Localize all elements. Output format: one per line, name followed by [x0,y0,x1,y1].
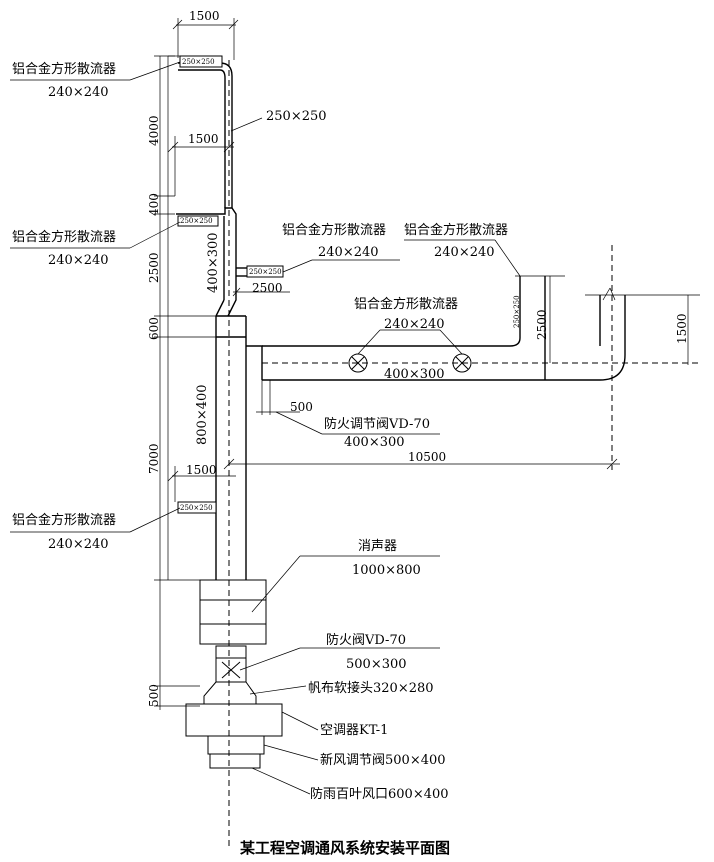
diffuser-label-2: 铝合金方形散流器 240×240 [10,221,181,268]
fresh-air-damper-label: 新风调节阀500×400 [320,752,446,768]
horizontal-duct [246,245,700,470]
ahu [185,703,319,737]
svg-text:240×240: 240×240 [434,245,495,260]
svg-text:240×240: 240×240 [48,537,109,552]
fire-reg-damper-size: 400×300 [344,435,405,450]
diffuser-label-3: 铝合金方形散流器 240×240 [10,507,181,552]
diffuser-top-neck-label: 250×250 [182,58,215,66]
dim-right-1500-label: 1500 [675,313,689,344]
dim-2500-left: 2500 [147,252,161,283]
dim-500-bottom: 500 [147,684,161,707]
fire-damper-size: 500×300 [346,657,407,672]
dim-low-width: 1500 [167,463,236,502]
canvas-joint-label: 帆布软接头320×280 [308,680,434,696]
diffuser-label-4: 铝合金方形散流器 240×240 [282,222,400,261]
mid-neck-label: 250×250 [249,268,282,276]
svg-text:240×240: 240×240 [48,85,109,100]
fire-reg-damper-name: 防火调节阀VD-70 [324,416,430,432]
dim-2500-run: 2500 [252,281,283,295]
silencer [199,555,440,645]
diffuser-low-neck [177,501,217,514]
top-branch-size: 250×250 [266,109,327,124]
svg-text:铝合金方形散流器: 铝合金方形散流器 [282,222,386,238]
svg-text:铝合金方形散流器: 铝合金方形散流器 [12,61,116,77]
svg-text:铝合金方形散流器: 铝合金方形散流器 [12,512,116,528]
dim-right-drop: 2500 [535,276,551,363]
dim-span: 10500 [223,450,620,470]
dim-offset-500: 500 [290,400,313,414]
dim-mid-width-label: 1500 [188,132,219,146]
diffuser-top-neck [179,55,223,68]
dim-4000: 4000 [147,115,161,146]
top-duct-branch: 250×250 [178,55,233,210]
diffuser-low-neck-label: 250×250 [180,504,213,512]
dim-7000: 7000 [147,443,161,474]
riser-upper-size: 400×300 [206,232,221,293]
svg-text:240×240: 240×240 [48,253,109,268]
dim-top-width: 1500 [172,9,239,60]
fire-damper-name: 防火阀VD-70 [326,632,406,648]
main-riser: 250×250 [177,315,247,850]
dim-right-1500: 1500 [640,294,700,365]
silencer-size: 1000×800 [352,563,421,578]
riser-main-size: 800×400 [195,384,210,445]
dim-mid-width: 1500 [167,132,235,196]
left-dim-chain [154,55,230,710]
horizontal-size: 400×300 [384,367,445,382]
svg-text:240×240: 240×240 [384,317,445,332]
louver [209,753,311,795]
svg-text:铝合金方形散流器: 铝合金方形散流器 [404,222,508,238]
svg-text:240×240: 240×240 [318,245,379,260]
dim-top-width-label: 1500 [189,9,220,23]
drawing-caption: 某工程空调通风系统安装平面图 [240,839,450,857]
diffuser-label-5: 铝合金方形散流器 240×240 [404,222,521,277]
dim-span-label: 10500 [408,450,446,464]
canvas-joint [203,681,307,705]
svg-text:铝合金方形散流器: 铝合金方形散流器 [354,296,458,312]
diffuser-label-6: 铝合金方形散流器 240×240 [354,296,458,332]
fire-damper [215,645,440,683]
dim-low-width-label: 1500 [186,463,217,477]
mid-branch: 250×250 2500 [232,259,313,297]
ahu-label: 空调器KT-1 [320,723,388,738]
louver-label: 防雨百叶风口600×400 [310,786,449,802]
fire-reg-damper [256,380,440,435]
svg-text:铝合金方形散流器: 铝合金方形散流器 [12,229,116,245]
diffuser-label-1: 铝合金方形散流器 240×240 [10,61,181,100]
dim-400: 400 [147,193,161,216]
right-neck-label: 250×250 [513,295,521,328]
diffuser-mid-neck [177,215,219,227]
upper-riser: 250×250 [176,207,237,320]
dim-600: 600 [147,317,161,340]
diffuser-mid-neck-label: 250×250 [180,217,213,225]
silencer-name: 消声器 [358,539,397,554]
dim-right-drop-label: 2500 [535,309,549,340]
fresh-air-damper [207,735,319,761]
